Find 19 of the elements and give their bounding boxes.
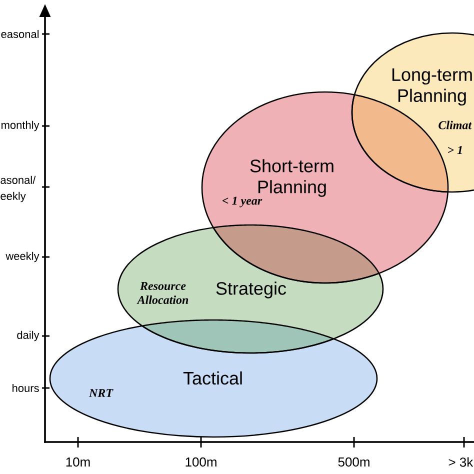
axis-label: 10m (66, 457, 90, 467)
note-text: < 1 year (222, 196, 262, 208)
note-text: > 1 (448, 146, 462, 154)
region-label: Long-term Planning (392, 68, 472, 106)
axis-label: weekly (6, 252, 40, 262)
axis-label: easonal (1, 30, 39, 38)
axis-label: 500m (338, 457, 370, 467)
axis-label: monthly (2, 120, 40, 132)
axis-label: daily (17, 330, 40, 342)
region-label: Strategic (216, 282, 286, 298)
region-label: Tactical (183, 371, 242, 385)
axis-label: > 3k (448, 457, 474, 467)
axis-label: hours (12, 384, 39, 392)
note-text: Climat (438, 120, 472, 130)
axis-label: asonal/ eekly (0, 176, 36, 202)
note-text: NRT (88, 389, 114, 397)
axis-label: 100m (186, 457, 216, 467)
note-text: Resource Allocation (136, 282, 188, 304)
region-label: Short-term Planning (250, 159, 334, 197)
